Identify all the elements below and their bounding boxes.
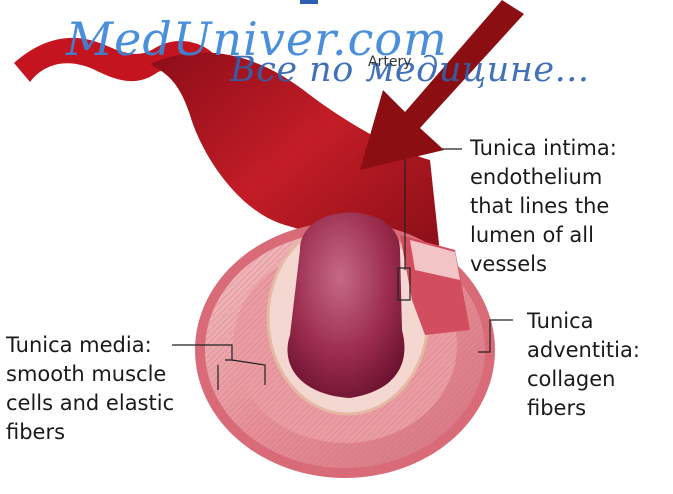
artery-label: Artery bbox=[368, 54, 411, 70]
label-tunica-media: Tunica media: smooth muscle cells and el… bbox=[6, 331, 174, 447]
lumen bbox=[288, 213, 405, 399]
label-tunica-adventitia: Tunica adventitia: collagen fibers bbox=[527, 307, 640, 423]
label-tunica-intima: Tunica intima: endothelium that lines th… bbox=[470, 134, 617, 279]
